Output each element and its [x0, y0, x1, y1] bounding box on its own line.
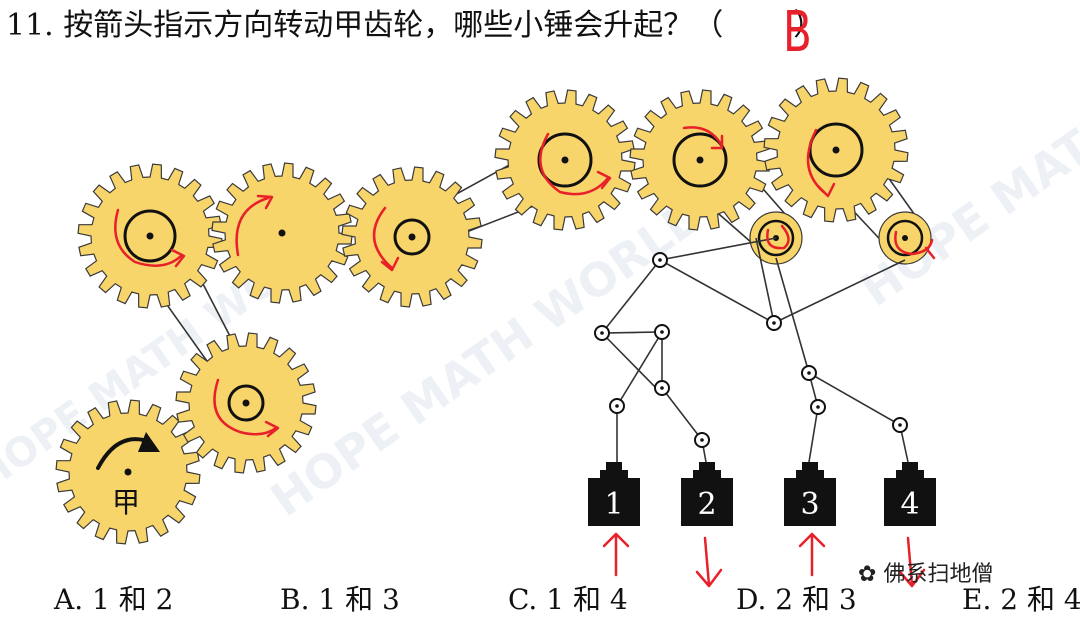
rotation-mark-icon [806, 128, 836, 198]
gear-a [77, 163, 223, 309]
option-d[interactable]: D. 2 和 3 [736, 583, 857, 616]
option-b[interactable]: B. 1 和 3 [280, 583, 400, 616]
rotation-mark-icon [213, 378, 280, 438]
direction-arrow-up [602, 532, 630, 577]
gear-b [211, 162, 353, 304]
gear-driver [55, 399, 201, 545]
rotation-mark-icon [894, 230, 936, 260]
weight-label: 1 [604, 487, 623, 522]
driver-gear-label: 甲 [112, 486, 140, 519]
question-stem: 11. 按箭头指示方向转动甲齿轮，哪些小锤会升起？（ [6, 8, 724, 43]
watermark-credit-text: 佛系扫地僧 [883, 562, 994, 587]
rotation-mark-icon [766, 224, 790, 250]
rotation-mark-icon [372, 206, 400, 272]
weight-label: 3 [800, 487, 819, 522]
gears [55, 77, 932, 545]
gear-c [341, 166, 483, 308]
arrow-head-icon [138, 432, 160, 452]
weight-4: 4 [884, 462, 936, 526]
gear-g [175, 332, 317, 474]
question-close-paren: ） [793, 8, 824, 43]
gear-f [763, 77, 909, 223]
pulley-strings [600, 237, 909, 463]
wechat-icon: ✿ [858, 562, 884, 587]
gear-e [629, 89, 771, 231]
gear-d [494, 89, 636, 231]
watermark-credit: ✿ 佛系扫地僧 [858, 556, 993, 588]
rotation-mark-icon [539, 132, 612, 196]
rotation-mark-icon [235, 194, 274, 257]
weight-1: 1 [588, 462, 640, 526]
option-c[interactable]: C. 1 和 4 [508, 583, 628, 616]
handwritten-answer: B [783, 0, 812, 65]
pulleys [594, 252, 908, 448]
rotation-mark-icon [114, 208, 186, 268]
weight-3: 3 [784, 462, 836, 526]
weight-label: 2 [697, 487, 716, 522]
weights: 1 2 3 4 [588, 462, 936, 526]
option-a[interactable]: A. 1 和 2 [54, 583, 174, 616]
rotation-annotations [96, 126, 936, 588]
rotation-mark-icon [682, 126, 724, 150]
weight-label: 4 [900, 487, 919, 522]
direction-arrow-up [798, 532, 826, 577]
direction-arrow-down [898, 536, 926, 588]
small-wheel-f [878, 211, 932, 265]
direction-arrow-down [695, 536, 723, 588]
weight-2: 2 [681, 462, 733, 526]
option-e[interactable]: E. 2 和 4 [962, 583, 1080, 616]
question-text: 11. 按箭头指示方向转动甲齿轮，哪些小锤会升起？（ ） [6, 6, 823, 46]
